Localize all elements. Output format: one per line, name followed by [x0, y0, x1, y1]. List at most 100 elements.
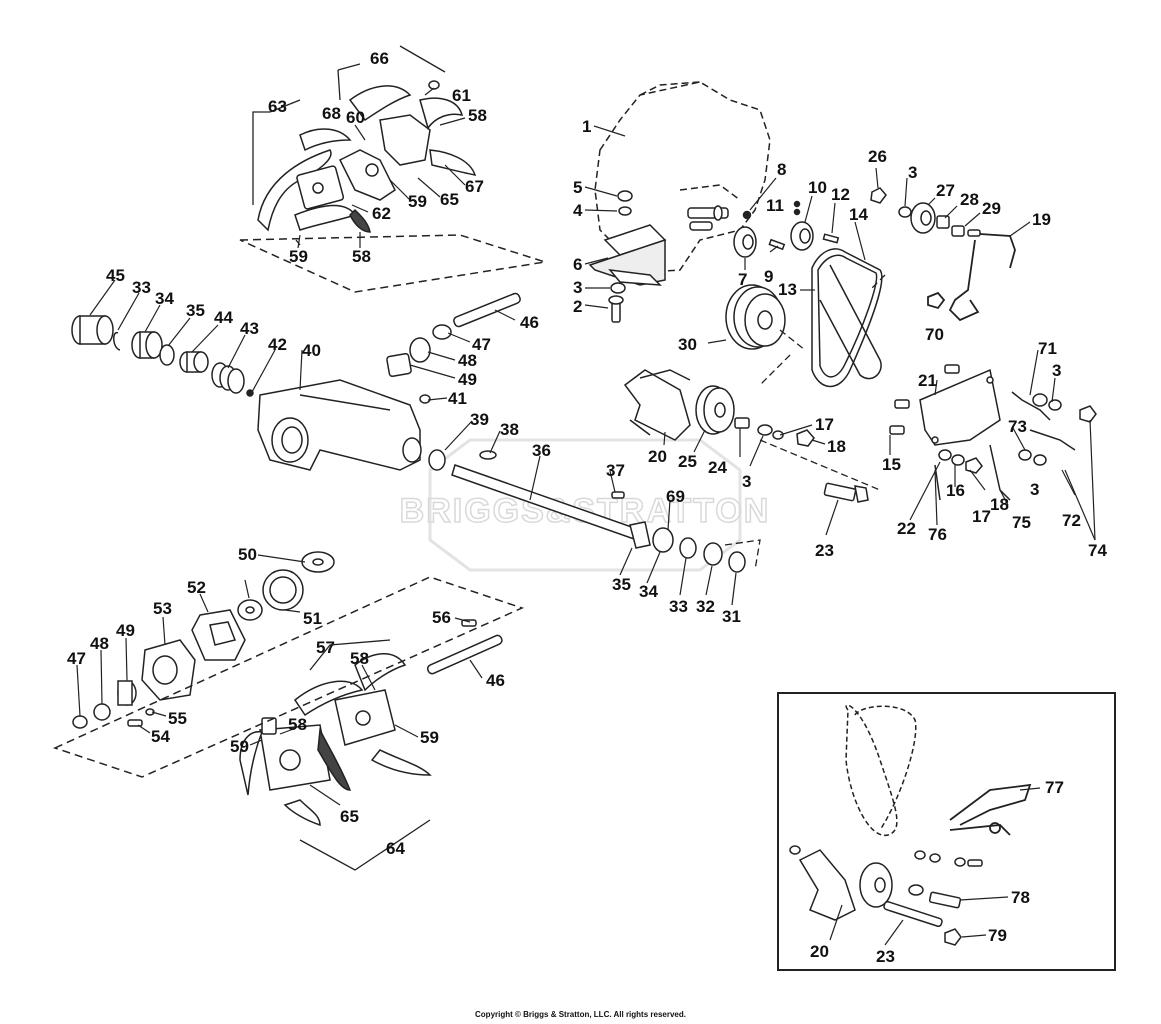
label-3-low: 3: [1030, 480, 1039, 499]
label-65-top: 65: [440, 190, 459, 209]
part-number-labels: 1 5 4 6 3 2 8 10 11 12 14 7 9 13 26 3 27…: [67, 49, 1107, 966]
label-70: 70: [925, 325, 944, 344]
label-62: 62: [372, 204, 391, 223]
label-35-low: 35: [612, 575, 631, 594]
label-4: 4: [573, 201, 583, 220]
label-9: 9: [764, 267, 773, 286]
label-59-low-right: 59: [420, 728, 439, 747]
label-45: 45: [106, 266, 125, 285]
label-66: 66: [370, 49, 389, 68]
label-14: 14: [849, 205, 868, 224]
small-hardware: [608, 190, 840, 323]
large-pulley-30: [725, 284, 786, 350]
label-20-inset: 20: [810, 942, 829, 961]
label-18-right: 18: [990, 495, 1009, 514]
gearbox-housing-40: [257, 379, 422, 471]
copyright-notice: Copyright © Briggs & Stratton, LLC. All …: [475, 1010, 686, 1019]
label-48-low: 48: [90, 634, 109, 653]
label-3: 3: [573, 278, 582, 297]
label-39: 39: [470, 410, 489, 429]
label-3-right: 3: [1052, 361, 1061, 380]
lower-hub-parts: [72, 551, 503, 729]
label-23: 23: [815, 541, 834, 560]
label-33: 33: [132, 278, 151, 297]
v-belts: [811, 248, 883, 388]
label-1: 1: [582, 117, 591, 136]
label-76: 76: [928, 525, 947, 544]
belt-guard-plate: [889, 364, 1001, 446]
label-53: 53: [153, 599, 172, 618]
label-47-low: 47: [67, 649, 86, 668]
label-6: 6: [573, 255, 582, 274]
label-34: 34: [155, 289, 174, 308]
label-69: 69: [666, 487, 685, 506]
label-79: 79: [988, 926, 1007, 945]
label-34-low: 34: [639, 582, 658, 601]
label-35: 35: [186, 301, 205, 320]
dashed-leaders: [724, 274, 886, 571]
label-47-top: 47: [472, 335, 491, 354]
idler-bracket-20: [623, 369, 691, 441]
tine-assembly-box: [239, 234, 546, 293]
label-25: 25: [678, 452, 697, 471]
label-63: 63: [268, 97, 287, 116]
label-11: 11: [766, 196, 784, 215]
label-3-mid: 3: [742, 472, 751, 491]
label-57: 57: [316, 638, 335, 657]
label-59-top: 59: [408, 192, 427, 211]
label-5: 5: [573, 178, 582, 197]
label-42: 42: [268, 335, 287, 354]
label-58-mid: 58: [288, 715, 307, 734]
label-28: 28: [960, 190, 979, 209]
label-15: 15: [882, 455, 901, 474]
label-21: 21: [918, 371, 937, 390]
label-43: 43: [240, 319, 259, 338]
label-26: 26: [868, 147, 887, 166]
label-50: 50: [238, 545, 257, 564]
label-58-top: 58: [468, 106, 487, 125]
label-37: 37: [606, 461, 625, 480]
label-65-low: 65: [340, 807, 359, 826]
label-13: 13: [778, 280, 797, 299]
label-59-low-left: 59: [230, 737, 249, 756]
idler-pulley-25: [695, 385, 815, 447]
label-38: 38: [500, 420, 519, 439]
label-19: 19: [1032, 210, 1051, 229]
label-67: 67: [465, 177, 484, 196]
label-72: 72: [1062, 511, 1081, 530]
label-60: 60: [346, 108, 365, 127]
lower-boxes: [52, 576, 525, 778]
label-61: 61: [452, 86, 471, 105]
label-77: 77: [1045, 778, 1064, 797]
tine-assembly-upper: [257, 80, 477, 233]
label-36: 36: [532, 441, 551, 460]
label-44: 44: [214, 308, 233, 327]
label-78: 78: [1011, 888, 1030, 907]
label-32: 32: [696, 597, 715, 616]
label-8: 8: [777, 160, 786, 179]
label-40: 40: [302, 341, 321, 360]
label-30: 30: [678, 335, 697, 354]
label-17: 17: [815, 415, 834, 434]
idler-arm-19: [927, 233, 1016, 322]
bracket-lines-upper: [252, 45, 446, 246]
label-29: 29: [982, 199, 1001, 218]
linkage-hardware: [934, 391, 1097, 501]
label-64: 64: [386, 839, 405, 858]
label-22: 22: [897, 519, 916, 538]
label-48-top: 48: [458, 351, 477, 370]
leader-lines: [76, 87, 1096, 946]
label-23-inset: 23: [876, 947, 895, 966]
label-16: 16: [946, 481, 965, 500]
label-27: 27: [936, 181, 955, 200]
pulleys-upper: [733, 187, 981, 258]
label-52: 52: [187, 578, 206, 597]
label-51: 51: [303, 609, 322, 628]
label-73: 73: [1008, 417, 1027, 436]
engine-shaft: [687, 205, 729, 231]
label-74: 74: [1088, 541, 1107, 560]
label-2: 2: [573, 297, 582, 316]
bracket-lines-lower: [299, 639, 431, 871]
